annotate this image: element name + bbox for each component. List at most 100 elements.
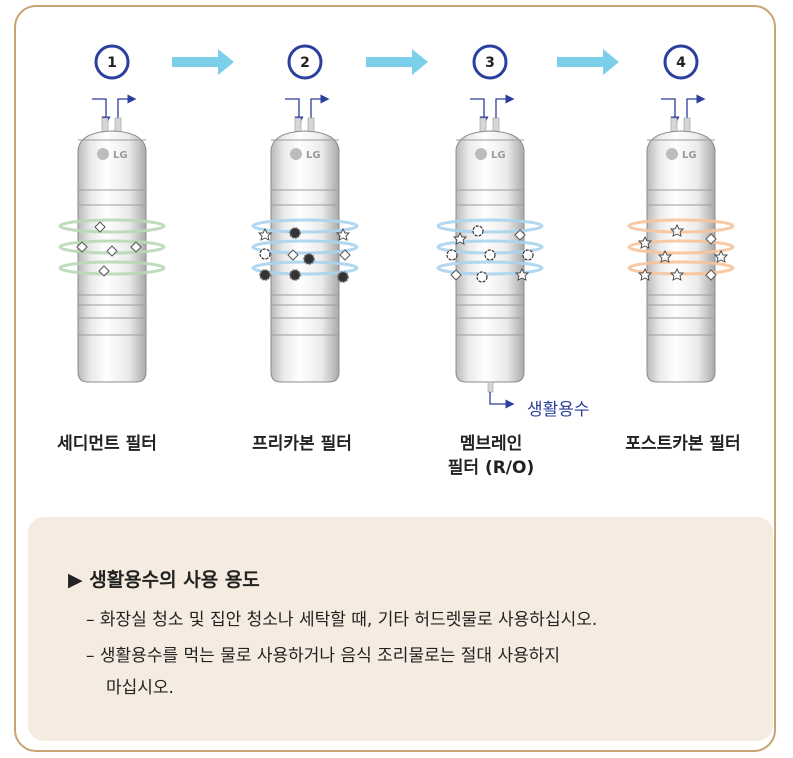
outlet-pipe-2: [310, 94, 330, 122]
stage-label-4: 포스트카본 필터: [603, 432, 763, 456]
inlet-pipe-3: [470, 98, 489, 126]
stage-label-1: 세디먼트 필터: [27, 432, 187, 456]
particle-3-1: [472, 225, 484, 237]
particle-4-8: [705, 269, 717, 281]
filter-cartridge-4: 4LG: [627, 44, 735, 383]
particle-3-2: [452, 231, 468, 245]
particle-3-8: [476, 271, 488, 283]
stage-label-3-line-2: 필터 (R/O): [447, 458, 535, 478]
membrane-drain-pipe: [489, 392, 515, 409]
outlet-pipe-3: [495, 94, 515, 122]
flow-ring-3-1: [436, 218, 544, 234]
usage-note-item-1: – 화장실 청소 및 집안 청소나 세탁할 때, 기타 허드렛물로 사용하십시오…: [86, 610, 598, 630]
usage-note-item-2: – 생활용수를 먹는 물로 사용하거나 음식 조리물로는 절대 사용하지: [86, 646, 561, 666]
particle-1-2: [76, 241, 88, 253]
particle-1-3: [106, 245, 118, 257]
stage-label-2: 프리카본 필터: [222, 432, 382, 456]
flow-arrow-2: [366, 49, 428, 75]
particle-3-9: [514, 267, 530, 281]
particle-4-1: [669, 223, 685, 237]
flow-ring-2-2: [251, 239, 359, 255]
nozzle-right-2: [307, 117, 315, 133]
nozzle-left-2: [294, 117, 302, 133]
usage-notes-box: ▶ 생활용수의 사용 용도 – 화장실 청소 및 집안 청소나 세탁할 때, 기…: [28, 517, 773, 741]
step-number-circle-4: [663, 44, 699, 80]
lg-logo-icon-4: [666, 148, 678, 160]
flow-ring-4-1: [627, 218, 735, 234]
particle-2-2: [289, 227, 301, 239]
step-number-circle-1: [94, 44, 130, 80]
particle-1-1: [94, 221, 106, 233]
particle-1-5: [98, 265, 110, 277]
flow-ring-1-3: [58, 260, 166, 276]
nozzle-left-4: [670, 117, 678, 133]
particle-4-7: [669, 267, 685, 281]
particle-4-3: [705, 233, 717, 245]
particle-4-4: [657, 249, 673, 263]
nozzle-left-3: [479, 117, 487, 133]
inlet-pipe-2: [285, 98, 304, 126]
stage-label-3: 멤브레인 필터 (R/O): [411, 432, 571, 480]
diagram-frame: [14, 5, 776, 752]
particle-3-3: [514, 229, 526, 241]
particle-2-8: [259, 269, 271, 281]
flow-ring-1-1: [58, 218, 166, 234]
lg-logo-text-3: LG: [491, 150, 506, 161]
nozzle-right-1: [114, 117, 122, 133]
step-number-3: 3: [485, 55, 495, 71]
particle-4-5: [713, 249, 729, 263]
particle-2-10: [337, 271, 349, 283]
outlet-label: 생활용수: [527, 400, 590, 420]
particle-3-4: [446, 249, 458, 261]
inlet-pipe-1: [92, 98, 111, 126]
particle-1-4: [130, 241, 142, 253]
filter-cartridge-1: 1LG: [58, 44, 166, 383]
outlet-pipe-4: [686, 94, 706, 122]
particle-2-9: [289, 269, 301, 281]
particle-3-6: [522, 249, 534, 261]
flow-arrow-1: [172, 49, 234, 75]
lg-logo-icon-1: [97, 148, 109, 160]
particle-3-5: [484, 249, 496, 261]
usage-note-item-2-cont: 마십시오.: [106, 678, 174, 698]
nozzle-left-1: [101, 117, 109, 133]
nozzle-right-4: [683, 117, 691, 133]
outlet-pipe-1: [117, 94, 137, 122]
particle-2-6: [303, 253, 315, 265]
particle-2-4: [259, 248, 271, 260]
lg-logo-text-2: LG: [306, 150, 321, 161]
stage-label-1-line-1: 세디먼트 필터: [57, 434, 157, 454]
particle-2-5: [287, 249, 299, 261]
cartridge-body-4: [646, 130, 716, 383]
particle-2-1: [257, 227, 273, 241]
nozzle-right-3: [492, 117, 500, 133]
particle-2-3: [335, 227, 351, 241]
step-number-circle-2: [287, 44, 323, 80]
step-number-2: 2: [300, 55, 310, 71]
lg-logo-icon-3: [475, 148, 487, 160]
inlet-pipe-4: [661, 98, 680, 126]
flow-arrow-3: [557, 49, 619, 75]
flow-ring-2-1: [251, 218, 359, 234]
stage-label-3-line-1: 멤브레인: [459, 434, 523, 454]
lg-logo-text-1: LG: [113, 150, 128, 161]
particle-4-2: [637, 235, 653, 249]
filter-cartridge-3: 3LG: [436, 44, 544, 383]
lg-logo-text-4: LG: [682, 150, 697, 161]
step-number-circle-3: [472, 44, 508, 80]
step-number-1: 1: [107, 55, 117, 71]
flow-arrows: [172, 49, 619, 75]
particle-3-7: [450, 269, 462, 281]
lg-logo-icon-2: [290, 148, 302, 160]
flow-ring-4-2: [627, 239, 735, 255]
particle-4-6: [637, 267, 653, 281]
membrane-drain-nozzle: [487, 381, 494, 393]
step-number-4: 4: [676, 55, 686, 71]
usage-notes-title: ▶ 생활용수의 사용 용도: [68, 569, 260, 591]
stage-label-2-line-1: 프리카본 필터: [252, 434, 352, 454]
filter-cartridge-2: 2LG: [251, 44, 359, 383]
stage-label-4-line-1: 포스트카본 필터: [625, 434, 741, 454]
particle-2-7: [339, 249, 351, 261]
flow-ring-3-3: [436, 260, 544, 276]
